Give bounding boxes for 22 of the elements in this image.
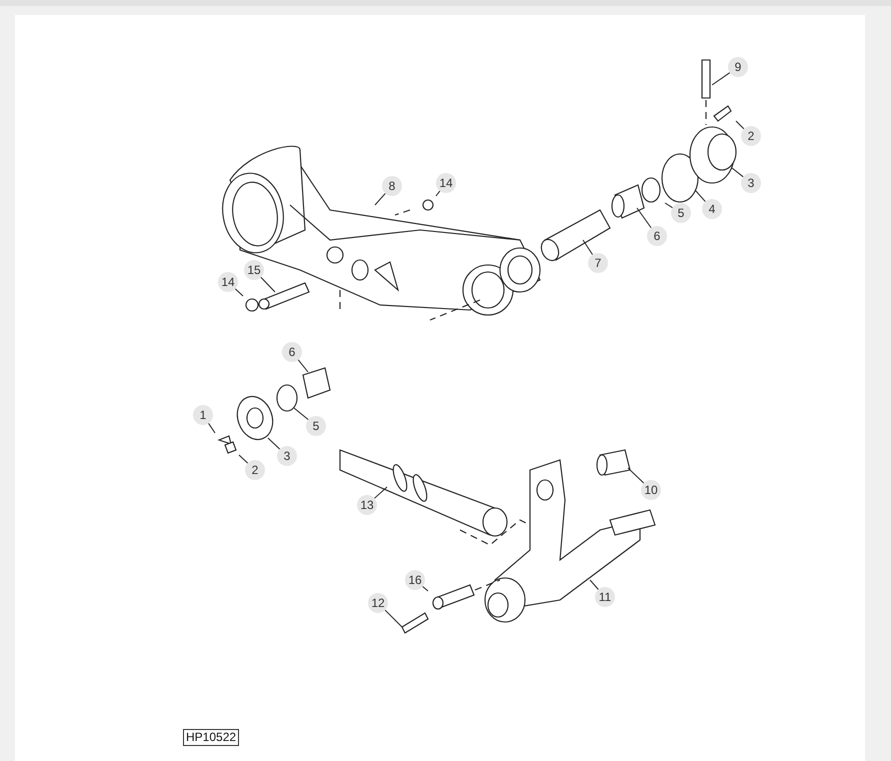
leader-line (294, 408, 309, 420)
leader-line (628, 468, 644, 484)
leader-line (664, 202, 674, 208)
leader-line (384, 610, 402, 628)
leader-line (582, 240, 594, 256)
leader-line (712, 72, 730, 86)
leader-line (436, 190, 440, 196)
leader-line (208, 422, 216, 434)
leader-line (732, 168, 744, 178)
leader-line (268, 438, 280, 450)
leader-line (590, 580, 599, 590)
leader-line (374, 192, 386, 206)
figure-number: HP10522 (183, 729, 240, 746)
leader-line (736, 120, 744, 130)
leader-line (636, 208, 652, 228)
leader-line (374, 486, 388, 499)
leader-line (298, 359, 308, 372)
leader-line (234, 288, 244, 296)
leader-line (694, 190, 706, 202)
leader-line (238, 454, 248, 464)
leader-line (260, 276, 276, 292)
leader-line (422, 586, 428, 592)
